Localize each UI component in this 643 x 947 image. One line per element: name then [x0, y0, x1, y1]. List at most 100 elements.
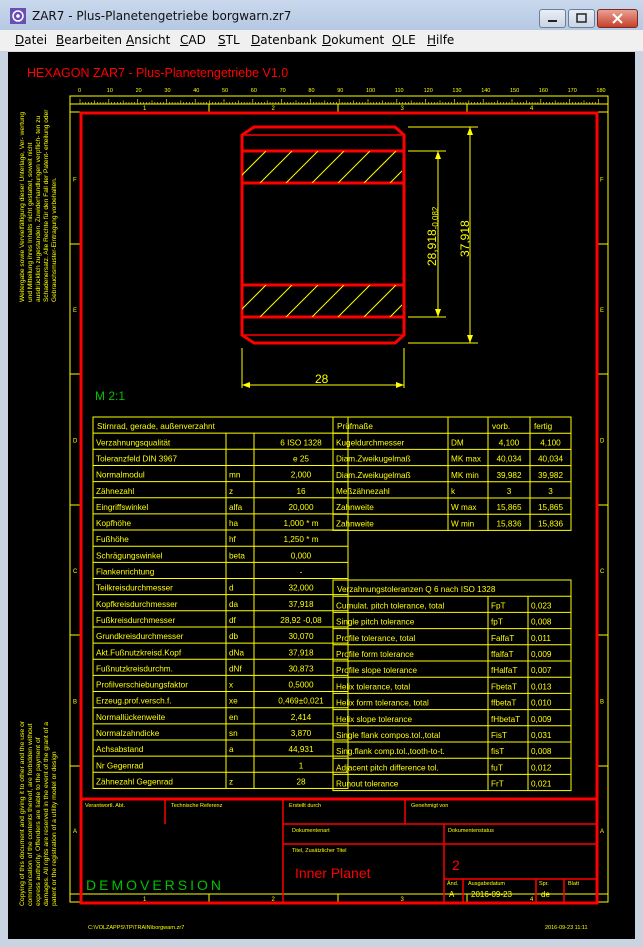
menu-datenbank[interactable]: Datenbank [251, 33, 317, 47]
table-cell: FpT [491, 601, 506, 610]
zone-top-label: 1 [143, 106, 147, 112]
ruler-label: 60 [251, 88, 257, 94]
table-cell: 4,100 [540, 438, 561, 447]
table-cell: 15,865 [496, 503, 521, 512]
table-cell: fisT [491, 747, 504, 756]
table-cell: Profile form tolerance [336, 650, 414, 659]
table-cell: 16 [296, 487, 306, 496]
menu-cad[interactable]: CAD [180, 33, 206, 47]
table-cell: df [229, 616, 237, 625]
zone-bottom-label: 3 [401, 897, 405, 903]
ruler-label: 180 [596, 88, 605, 94]
table-cell: Helix slope tolerance [336, 715, 412, 724]
table-cell: Helix tolerance, total [336, 682, 410, 691]
table-cell: 1,250 * m [283, 535, 318, 544]
table-cell: 1 [299, 761, 304, 770]
table-cell: Schrägungswinkel [96, 551, 163, 560]
table-cell: 37,918 [288, 600, 313, 609]
table-cell: Verzahnungsqualität [96, 438, 171, 447]
menu-hilfe[interactable]: Hilfe [427, 33, 455, 47]
menu-ansicht[interactable]: Ansicht [126, 33, 171, 47]
table-cell: Nr Gegenrad [96, 761, 144, 770]
table-cell: 30,873 [288, 664, 313, 673]
table-cell: 2,000 [291, 471, 312, 480]
table-cell: 39,982 [538, 471, 563, 480]
menu-dokument[interactable]: Dokument [322, 33, 385, 47]
drawing-header-title: HEXAGON ZAR7 - Plus-Planetengetriebe V1.… [27, 66, 288, 80]
tb-titel: Inner Planet [295, 865, 371, 881]
table-cell: Zähnezahl [96, 487, 134, 496]
zone-left-label: B [73, 700, 77, 706]
table-cell: sn [229, 729, 238, 738]
tolerance-table: Verzahnungstoleranzen Q 6 nach ISO 1328C… [332, 579, 572, 792]
table-cell: 0,007 [531, 666, 552, 675]
table-cell: 0,010 [531, 699, 552, 708]
minimize-icon [548, 20, 557, 22]
table-cell: 4,100 [499, 438, 520, 447]
table-cell: Achsabstand [96, 745, 144, 754]
zone-right-label: D [600, 439, 605, 445]
menu-bearbeiten[interactable]: Bearbeiten [56, 33, 122, 47]
menu-ole[interactable]: OLE [392, 33, 416, 47]
table-cell: Zahnweite [336, 519, 374, 528]
table-header: Prüfmaße [337, 422, 373, 431]
table-cell: Profilverschiebungsfaktor [96, 681, 188, 690]
close-button[interactable] [597, 9, 638, 28]
tb-demo: DEMOVERSION [86, 877, 224, 893]
table-cell: 0,5000 [288, 681, 313, 690]
table-cell: a [229, 745, 234, 754]
menu-stl[interactable]: STL [218, 33, 240, 47]
ruler-label: 150 [510, 88, 519, 94]
maximize-button[interactable] [568, 9, 595, 28]
ruler-label: 30 [164, 88, 170, 94]
tb-aend-val: A [449, 890, 455, 899]
table-cell: e 25 [293, 454, 309, 463]
table-cell: dNa [229, 648, 244, 657]
table-cell: Normalmodul [96, 471, 145, 480]
table-cell: dNf [229, 664, 242, 673]
table-cell: 0,013 [531, 682, 552, 691]
app-icon [10, 8, 26, 24]
title-bar[interactable]: ZAR7 - Plus-Planetengetriebe borgwarn.zr… [0, 0, 643, 30]
ruler-label: 90 [337, 88, 343, 94]
tb-spr: Spr. [539, 881, 549, 887]
table-cell: x [229, 681, 233, 690]
table-cell: Akt.Fußnutzkreisd.Kopf [96, 648, 182, 657]
table-cell: Diam.Zweikugelmaß [336, 471, 411, 480]
zone-top-label: 3 [401, 106, 405, 112]
window-frame-bottom [0, 939, 643, 947]
table-cell: 6 ISO 1328 [280, 438, 322, 447]
table-cell: 0,008 [531, 618, 552, 627]
table-cell: ha [229, 519, 239, 528]
zone-right-label: A [600, 829, 604, 835]
table-cell: 0,009 [531, 715, 552, 724]
close-icon [612, 13, 623, 24]
table-cell: 3 [507, 487, 512, 496]
table-header: fertig [534, 422, 553, 431]
table-cell: 39,982 [496, 471, 521, 480]
tb-erstellt: Erstellt durch [289, 803, 321, 809]
menu-datei[interactable]: Datei [15, 33, 48, 47]
table-cell: 15,836 [496, 519, 521, 528]
tb-dokstatus: Dokumentenstatus [448, 828, 494, 834]
zone-left-label: C [73, 569, 78, 575]
table-cell: z [229, 487, 233, 496]
table-cell: Cumulat. pitch tolerance, total [336, 601, 444, 610]
table-cell: 0,000 [291, 551, 312, 560]
table-cell: Kugeldurchmesser [336, 438, 405, 447]
tb-blatt: Blatt [568, 881, 579, 887]
zone-right-label: F [600, 178, 604, 184]
ruler-label: 120 [424, 88, 433, 94]
window-frame-left [0, 51, 8, 947]
table-cell: 0,011 [531, 634, 551, 643]
ruler-label: 40 [193, 88, 199, 94]
minimize-button[interactable] [539, 9, 566, 28]
table-cell: Toleranzfeld DIN 3967 [96, 454, 177, 463]
table-cell: Single flank compos.tol.,total [336, 731, 440, 740]
table-cell: Runout tolerance [336, 780, 399, 789]
table-cell: 28 [296, 777, 306, 786]
tb-verantw: Verantwortl. Abt. [85, 803, 126, 809]
drawing-canvas[interactable]: HEXAGON ZAR7 - Plus-Planetengetriebe V1.… [8, 52, 635, 939]
tb-spr-val: de [541, 890, 550, 899]
